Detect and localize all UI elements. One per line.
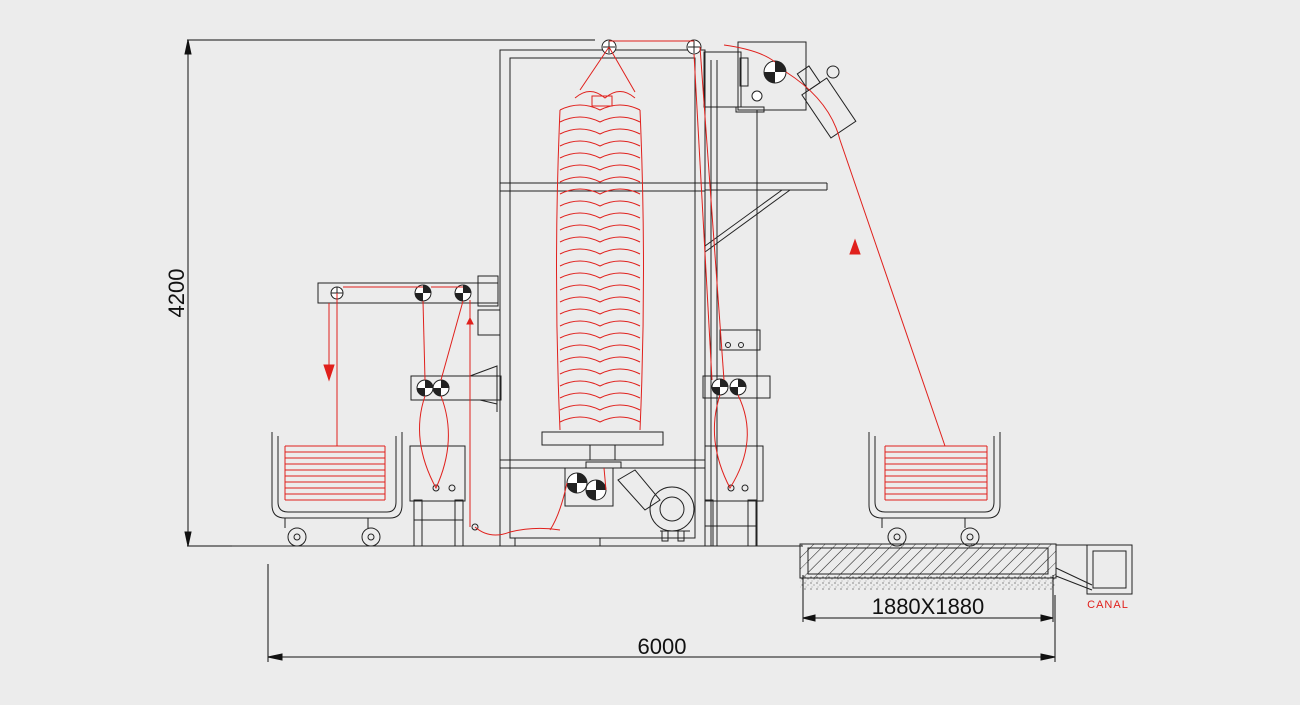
- drive-roller-right-dancer: [711, 378, 747, 396]
- left-arm-unit: [317, 275, 502, 547]
- right-trolley: [868, 432, 1001, 547]
- bottom-drive-unit: [564, 467, 695, 542]
- product-stack-right: [884, 445, 988, 501]
- height-dimension-label: 4200: [164, 269, 189, 318]
- width-dimension-label: 6000: [638, 634, 687, 659]
- height-dimension: [184, 39, 595, 547]
- drive-roller-bottom: [566, 472, 607, 501]
- right-dancer-unit: [702, 329, 771, 547]
- guide-roller-top-right: [686, 39, 702, 55]
- drive-roller-head: [751, 60, 787, 102]
- pit: [799, 543, 1093, 591]
- width-dimension: [267, 564, 1056, 662]
- drive-roller-left-dancer: [416, 379, 450, 397]
- flow-arrows: [323, 238, 861, 382]
- left-trolley: [271, 432, 403, 547]
- canal-box: [1086, 544, 1133, 595]
- main-tower-frame: [499, 49, 828, 547]
- drive-roller-arm-1: [414, 284, 432, 302]
- pit-dimension-label: 1880X1880: [872, 594, 985, 619]
- product-stack-left: [284, 445, 386, 501]
- top-drive-unit: [703, 41, 857, 139]
- product-thread-path: [336, 40, 946, 536]
- canal-label: CANAL: [1087, 599, 1129, 611]
- small-idlers: [432, 342, 749, 531]
- product-coil: [556, 46, 644, 431]
